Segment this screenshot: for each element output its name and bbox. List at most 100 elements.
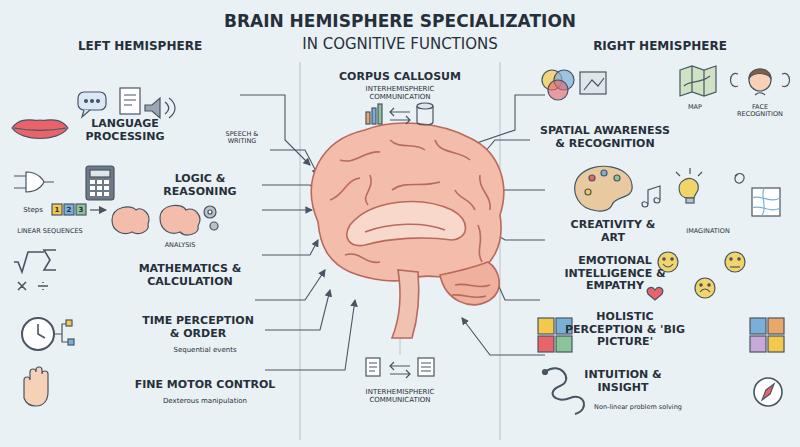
right-icons-part (575, 166, 632, 211)
right-icons-part (679, 178, 698, 198)
right-icons-part (642, 186, 660, 207)
right-icons-part (548, 80, 568, 100)
right-icons-part (585, 189, 591, 195)
left-icons-part (160, 205, 200, 235)
center-icons-part (366, 358, 380, 376)
right-icons-part (750, 336, 766, 352)
subtitle: IN COGNITIVE FUNCTIONS (302, 36, 498, 53)
left-icons-part (18, 282, 48, 290)
right-icons-part (684, 66, 710, 96)
center-icons-part (390, 362, 410, 378)
left-icons-part (52, 204, 62, 215)
small-label: IMAGINATION (686, 228, 729, 235)
leader-arrows-part (462, 318, 545, 355)
small-label: Sequential events (173, 346, 236, 354)
right-icons-part (768, 318, 784, 334)
left-icons-part (85, 100, 88, 103)
right-icons-part (752, 188, 780, 216)
left-icons-part (82, 110, 90, 117)
leader-arrows-part (262, 209, 312, 210)
function-label: LOGIC & REASONING (150, 173, 250, 198)
step-number: 1 (55, 206, 60, 214)
left-icons-part (91, 100, 94, 103)
function-label: MATHEMATICS & CALCULATION (125, 263, 255, 288)
brain-part (452, 284, 490, 297)
right-icons-part (730, 266, 740, 267)
right-icons-part (538, 336, 554, 352)
small-label: Non-linear problem solving (594, 404, 682, 411)
left-icons-part (78, 92, 106, 110)
left-icons-part (208, 210, 212, 214)
center-icons-part (378, 104, 382, 124)
leader-arrows-part (270, 150, 318, 175)
right-icons-part (589, 175, 595, 181)
center-icons-part (366, 112, 370, 124)
left-icons (12, 88, 218, 406)
right-icons-part (731, 73, 790, 86)
left-icons-part (12, 120, 68, 139)
left-icons-part (90, 180, 109, 196)
brain-part (347, 202, 466, 246)
left-icons-part (14, 252, 44, 272)
right-icons-part (686, 198, 694, 203)
left-icons-part (124, 95, 136, 105)
small-label: SPEECH & WRITING (212, 131, 272, 146)
center-icons-part (417, 103, 433, 109)
left-icons-part-part (97, 180, 102, 184)
right-icons-part (750, 318, 766, 334)
leader-arrows-part (255, 270, 325, 300)
right-icons-part (647, 287, 662, 300)
left-icons-part (165, 98, 175, 118)
right-icons-part (730, 258, 732, 260)
right-icons (538, 66, 790, 414)
function-label: HOLISTIC PERCEPTION & 'BIG PICTURE' (565, 311, 685, 349)
left-icons-part (64, 204, 74, 215)
right-icons-part (735, 174, 744, 184)
right-icons-part (762, 384, 774, 400)
right-icons-part (545, 368, 584, 414)
left-icons-part (86, 166, 114, 200)
center-icons-part (421, 363, 431, 371)
right-icons-part (676, 168, 702, 176)
left-icons-part (204, 206, 216, 218)
center-icons-part (390, 108, 410, 124)
right-icons-part (543, 370, 548, 375)
left-icons-part (120, 88, 140, 114)
right-icons-part (752, 188, 780, 216)
left-icons-part (112, 207, 149, 234)
center-icons-part (369, 363, 377, 371)
small-label: LINEAR SEQUENCES (17, 228, 82, 235)
right-icons-part (725, 252, 745, 272)
divider-lines-part (500, 62, 501, 440)
left-icons-part (210, 222, 218, 230)
brain-part (365, 224, 445, 232)
right-icons-part (538, 318, 554, 334)
right-icons-part (614, 175, 620, 181)
left-icons-part (14, 128, 66, 130)
left-icons-part (68, 339, 74, 345)
step-number: 3 (79, 206, 84, 214)
left-icons-part-part (97, 186, 102, 190)
section-heading: CORPUS CALLOSUM (339, 71, 461, 84)
function-label: EMOTIONAL INTELLIGENCE & EMPATHY (555, 255, 675, 293)
small-label: MAP (688, 104, 702, 111)
right-icons-part (580, 72, 606, 94)
right-icons-part (695, 278, 715, 298)
right-icons-part (663, 264, 673, 267)
right-icons-part (671, 258, 673, 260)
leader-arrows-part (262, 240, 318, 255)
right-icons-part (700, 284, 702, 286)
right-icons-part (556, 336, 572, 352)
center-icons-part (372, 108, 376, 124)
small-label: ANALYSIS (165, 242, 196, 249)
title: BRAIN HEMISPHERE SPECIALIZATION (224, 12, 576, 32)
left-icons-part (24, 367, 48, 406)
right-icons-part (584, 78, 604, 90)
section-heading: LEFT HEMISPHERE (78, 40, 202, 54)
brain-part (440, 262, 499, 305)
right-icons-part (749, 69, 771, 91)
right-icons-part (680, 66, 716, 96)
leader-arrows-part (265, 300, 355, 370)
left-icons-part-part (104, 180, 109, 184)
